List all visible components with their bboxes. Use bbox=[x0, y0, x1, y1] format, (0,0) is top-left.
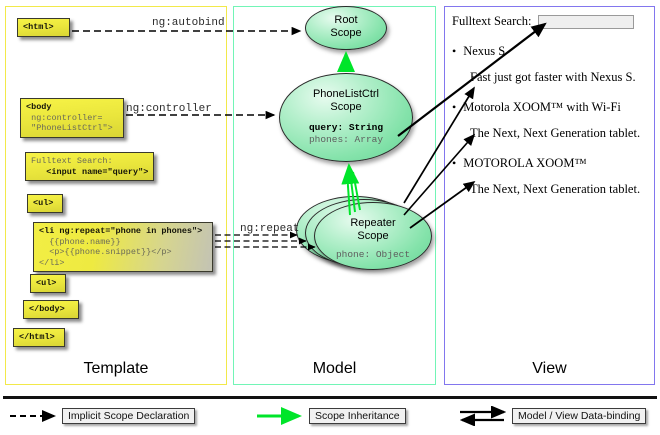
phone-name-row: • Motorola XOOM™ with Wi-Fi bbox=[452, 100, 648, 115]
list-item: • MOTOROLA XOOM™ The Next, Next Generati… bbox=[452, 156, 648, 197]
legend-label-binding: Model / View Data-binding bbox=[512, 408, 647, 424]
phone-name-row: • MOTOROLA XOOM™ bbox=[452, 156, 648, 171]
li-repeat-box: <li ng:repeat="phone in phones"> {{phone… bbox=[33, 222, 213, 272]
repeater-scope-title-1: Repeater bbox=[350, 217, 396, 229]
scope-property-phones: phones: Array bbox=[308, 133, 384, 145]
legend-model-view-data-binding: Model / View Data-binding bbox=[458, 406, 647, 426]
phone-snippet: The Next, Next Generation tablet. bbox=[470, 126, 641, 140]
fulltext-search-box: Fulltext Search: <input name="query"> bbox=[25, 152, 154, 181]
ul-open-box: <ul> bbox=[27, 194, 63, 213]
view-search-label: Fulltext Search: bbox=[452, 14, 532, 28]
li-repeat-body: {{phone.name}} <p>{{phone.snippet}}</p> … bbox=[39, 236, 172, 268]
body-controller-attr: ng:controller= "PhoneListCtrl"> bbox=[31, 112, 113, 134]
li-repeat-tag: <li ng:repeat="phone in phones"> bbox=[39, 226, 203, 236]
legend-scope-inheritance: Scope Inheritance bbox=[255, 406, 406, 426]
bullet-icon: • bbox=[452, 156, 457, 170]
green-arrow-icon bbox=[257, 407, 302, 425]
list-item: • Nexus S Fast just got faster with Nexu… bbox=[452, 44, 648, 85]
scope-property-query: query: String bbox=[308, 122, 384, 133]
phone-name: Nexus S bbox=[463, 44, 506, 58]
legend-label-inheritance: Scope Inheritance bbox=[309, 408, 406, 424]
html-close-box: </html> bbox=[13, 328, 65, 347]
scope-property-phone: phone: Object bbox=[335, 249, 411, 260]
ul-close-box: <ul> bbox=[30, 274, 66, 293]
root-scope-node: Root Scope bbox=[305, 6, 387, 50]
ul-close-text: <ul> bbox=[36, 278, 57, 288]
body-close-box: </body> bbox=[23, 300, 79, 319]
bullet-icon: • bbox=[452, 44, 457, 58]
legend-label-implicit: Implicit Scope Declaration bbox=[62, 408, 196, 424]
bullet-icon: • bbox=[452, 100, 457, 114]
legend-implicit-scope-declaration: Implicit Scope Declaration bbox=[8, 406, 196, 426]
view-search-row: Fulltext Search: bbox=[452, 14, 648, 29]
root-scope-title-2: Scope bbox=[330, 26, 362, 39]
column-label-template: Template bbox=[83, 360, 149, 377]
html-open-text: <html> bbox=[23, 22, 54, 32]
list-item: • Motorola XOOM™ with Wi-Fi The Next, Ne… bbox=[452, 100, 648, 141]
double-arrow-icon bbox=[459, 406, 507, 426]
phone-name-row: • Nexus S bbox=[452, 44, 648, 59]
column-label-model: Model bbox=[312, 360, 357, 377]
phonelistctrl-scope-node: PhoneListCtrl Scope query: String phones… bbox=[279, 73, 413, 162]
legend-divider bbox=[3, 396, 657, 399]
repeater-scope-title-2: Scope bbox=[357, 229, 389, 242]
view-rendered-app: Fulltext Search: • Nexus S Fast just got… bbox=[452, 14, 648, 197]
search-input[interactable] bbox=[537, 14, 634, 29]
column-label-view: View bbox=[532, 360, 567, 377]
phone-snippet: Fast just got faster with Nexus S. bbox=[470, 70, 636, 84]
body-open-tag: <body bbox=[26, 102, 52, 112]
root-scope-title-1: Root bbox=[334, 14, 358, 26]
body-open-box: <body ng:controller= "PhoneListCtrl"> bbox=[20, 98, 124, 138]
phonelistctrl-scope-title-1: PhoneListCtrl bbox=[312, 88, 380, 100]
phone-name: MOTOROLA XOOM™ bbox=[463, 156, 587, 170]
dashed-arrow-icon bbox=[10, 410, 56, 422]
html-open-box: <html> bbox=[17, 18, 70, 37]
query-input-markup: <input name="query"> bbox=[31, 166, 149, 177]
phone-name: Motorola XOOM™ with Wi-Fi bbox=[463, 100, 621, 114]
body-close-text: </body> bbox=[29, 304, 65, 314]
phone-snippet: The Next, Next Generation tablet. bbox=[470, 182, 641, 196]
phonelistctrl-scope-title-2: Scope bbox=[330, 100, 362, 113]
column-model: Model bbox=[233, 6, 436, 385]
html-close-text: </html> bbox=[19, 332, 55, 342]
repeater-scope-node-front: Repeater Scope phone: Object bbox=[314, 202, 432, 270]
ul-open-text: <ul> bbox=[33, 198, 54, 208]
legend: Implicit Scope Declaration Scope Inherit… bbox=[0, 396, 660, 435]
fulltext-search-label: Fulltext Search: bbox=[31, 156, 113, 166]
